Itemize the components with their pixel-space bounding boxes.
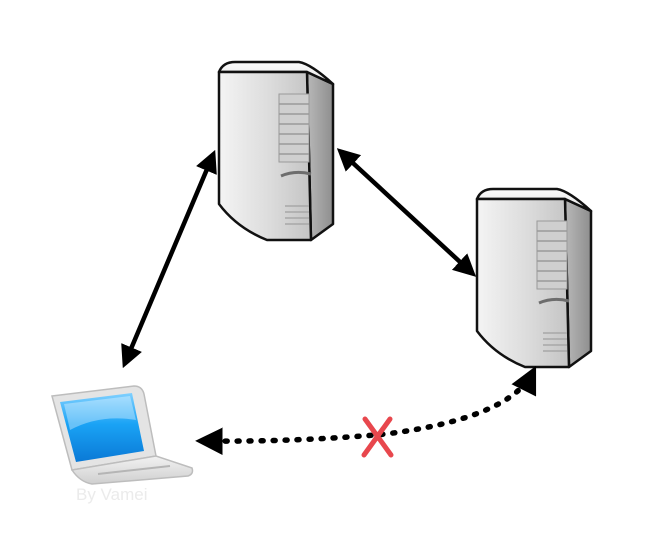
connection-right-server-laptop-dotted	[195, 365, 537, 455]
connection-laptop-top-server	[121, 149, 217, 369]
connection-top-right-server	[336, 148, 477, 277]
watermark-text: By Vamei	[76, 485, 148, 504]
laptop-icon[interactable]	[51, 385, 194, 485]
cross-mark-icon	[361, 416, 394, 458]
server-top-icon[interactable]	[217, 60, 335, 242]
server-right-icon[interactable]	[475, 187, 593, 369]
